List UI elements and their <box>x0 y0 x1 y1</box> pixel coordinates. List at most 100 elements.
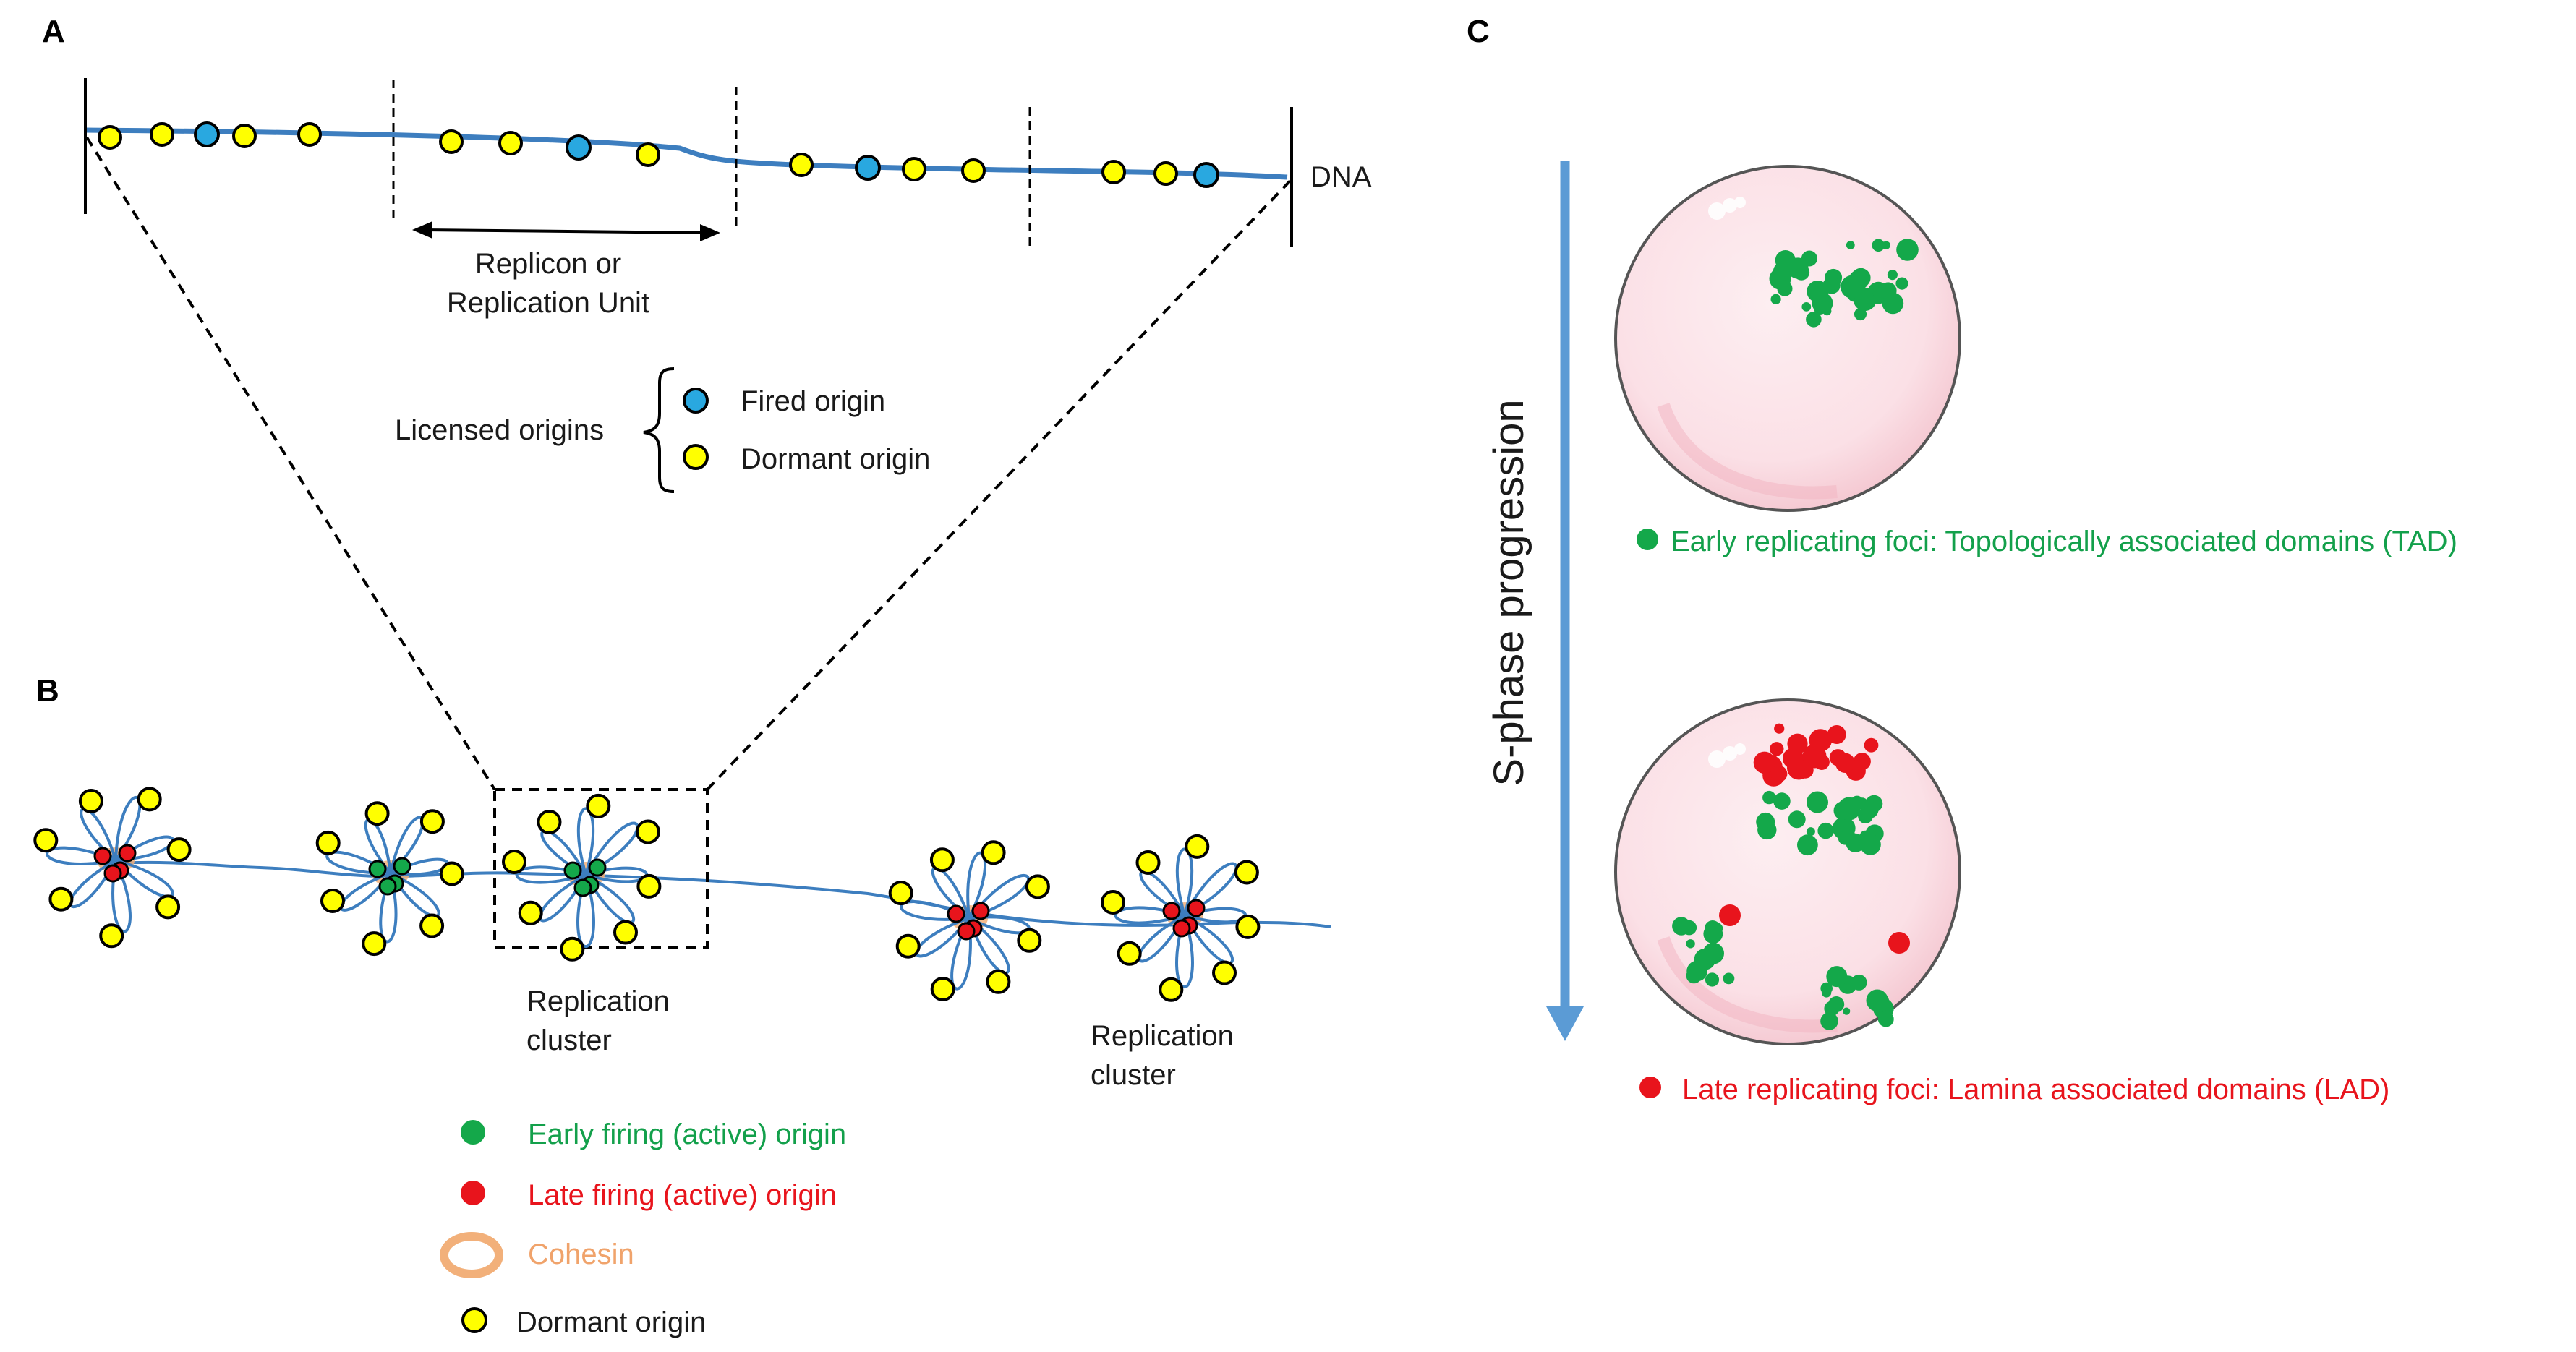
dormant-origin <box>1234 860 1259 885</box>
early-focus <box>1801 250 1817 267</box>
dormant-origin <box>930 977 955 1001</box>
dormant-origin <box>98 125 122 150</box>
fired-origin <box>1193 162 1219 188</box>
replication-cluster <box>888 840 1050 1001</box>
chromatin-loop <box>576 807 595 876</box>
late-focus <box>1827 725 1846 744</box>
replication-cluster <box>315 801 464 957</box>
dormant-origin <box>1117 941 1142 966</box>
early-focus <box>1705 972 1720 987</box>
fired-origin-legend-icon <box>683 388 709 414</box>
late-focus <box>1770 742 1784 756</box>
dormant-origin <box>297 122 322 147</box>
early-focus <box>1877 1011 1894 1027</box>
dormant-origin <box>1025 874 1050 899</box>
replication-clusters <box>33 787 1261 1002</box>
dormant-origin-legend-icon-b <box>461 1307 487 1333</box>
dormant-origin <box>48 886 74 912</box>
chromatin-loop <box>1175 915 1194 988</box>
early-caption-dot <box>1637 529 1658 550</box>
late-origin <box>103 864 122 883</box>
chromatin-loop <box>584 821 639 876</box>
nucleus-late <box>1614 698 1961 1045</box>
fired-origin <box>194 121 220 147</box>
early-origin-legend-icon <box>461 1120 485 1145</box>
early-focus <box>1797 834 1818 856</box>
dormant-origin <box>320 889 345 913</box>
dormant-origin <box>232 124 257 148</box>
dormant-origin <box>636 142 660 167</box>
late-origin-legend-label: Late firing (active) origin <box>528 1179 837 1211</box>
early-origin <box>393 857 411 876</box>
early-focus <box>1723 972 1735 985</box>
early-focus <box>1686 967 1702 984</box>
cluster-label-2-line2: cluster <box>1091 1059 1176 1091</box>
late-focus <box>1853 753 1871 771</box>
dormant-origin <box>1101 890 1125 915</box>
dna-origins <box>98 121 1219 188</box>
chromatin-loop <box>1183 914 1234 965</box>
dormant-origin <box>929 847 955 873</box>
late-focus <box>1888 932 1910 954</box>
panel-label-a: A <box>42 14 65 49</box>
chromatin-loop <box>950 917 972 991</box>
dormant-origin <box>518 900 543 925</box>
chromatin-loop <box>114 859 174 899</box>
early-focus <box>1880 282 1897 300</box>
chromatin-loop <box>515 865 587 884</box>
zoomed-cluster-box <box>493 788 709 949</box>
dormant-origin <box>895 933 921 959</box>
dormant-origin <box>99 923 124 949</box>
early-focus <box>1821 988 1832 998</box>
dormant-origin <box>137 787 162 812</box>
late-focus <box>1770 765 1788 782</box>
early-focus <box>1859 834 1881 855</box>
late-origin <box>957 922 976 941</box>
chromatin-loop <box>379 873 398 944</box>
early-focus <box>1705 920 1721 936</box>
replicon-span-arrow <box>412 221 720 241</box>
late-origin <box>1162 902 1181 920</box>
early-foci-caption: Early replicating foci: Topologically as… <box>1671 526 2457 557</box>
early-focus <box>1686 939 1695 949</box>
chromatin-loop <box>900 900 970 921</box>
late-focus <box>1719 904 1741 926</box>
early-focus <box>1872 239 1885 252</box>
dormant-origin <box>78 789 103 813</box>
late-focus <box>1774 723 1785 734</box>
early-focus <box>1837 797 1861 821</box>
chromatin-loop <box>584 873 636 925</box>
dormant-origin <box>961 158 986 183</box>
s-phase-progression-label: S-phase progression <box>1485 399 1532 786</box>
dormant-origin-legend-label: Dormant origin <box>741 443 930 475</box>
early-focus <box>1841 275 1864 299</box>
fired-origin <box>566 134 592 161</box>
chromatin-loop <box>966 851 987 919</box>
early-focus <box>1801 302 1812 312</box>
late-focus <box>1753 751 1776 774</box>
fired-origin <box>855 155 881 181</box>
dormant-origin <box>537 810 562 834</box>
early-focus <box>1887 270 1898 281</box>
dna-label: DNA <box>1310 161 1372 193</box>
late-focus <box>1783 748 1804 769</box>
replicon-label-line2: Replication Unit <box>447 287 649 319</box>
licensed-origins-brace <box>643 367 675 493</box>
cohesin-legend-label: Cohesin <box>528 1238 634 1270</box>
chromatin-loop <box>1114 906 1185 925</box>
chromatin-loop <box>325 850 392 876</box>
early-origin <box>368 860 387 878</box>
late-origin <box>1187 899 1206 917</box>
early-focus <box>1813 301 1827 315</box>
nucleus-early <box>1614 165 1961 512</box>
dormant-origin <box>439 129 464 154</box>
early-focus <box>1822 276 1841 294</box>
early-focus <box>1773 792 1791 810</box>
early-focus <box>1826 966 1848 988</box>
late-focus <box>1835 753 1856 774</box>
dormant-origin <box>364 801 390 826</box>
late-foci-caption: Late replicating foci: Lamina associated… <box>1682 1074 2389 1105</box>
dormant-origin <box>635 819 660 844</box>
early-focus <box>1773 262 1792 281</box>
late-origin <box>1172 919 1191 938</box>
